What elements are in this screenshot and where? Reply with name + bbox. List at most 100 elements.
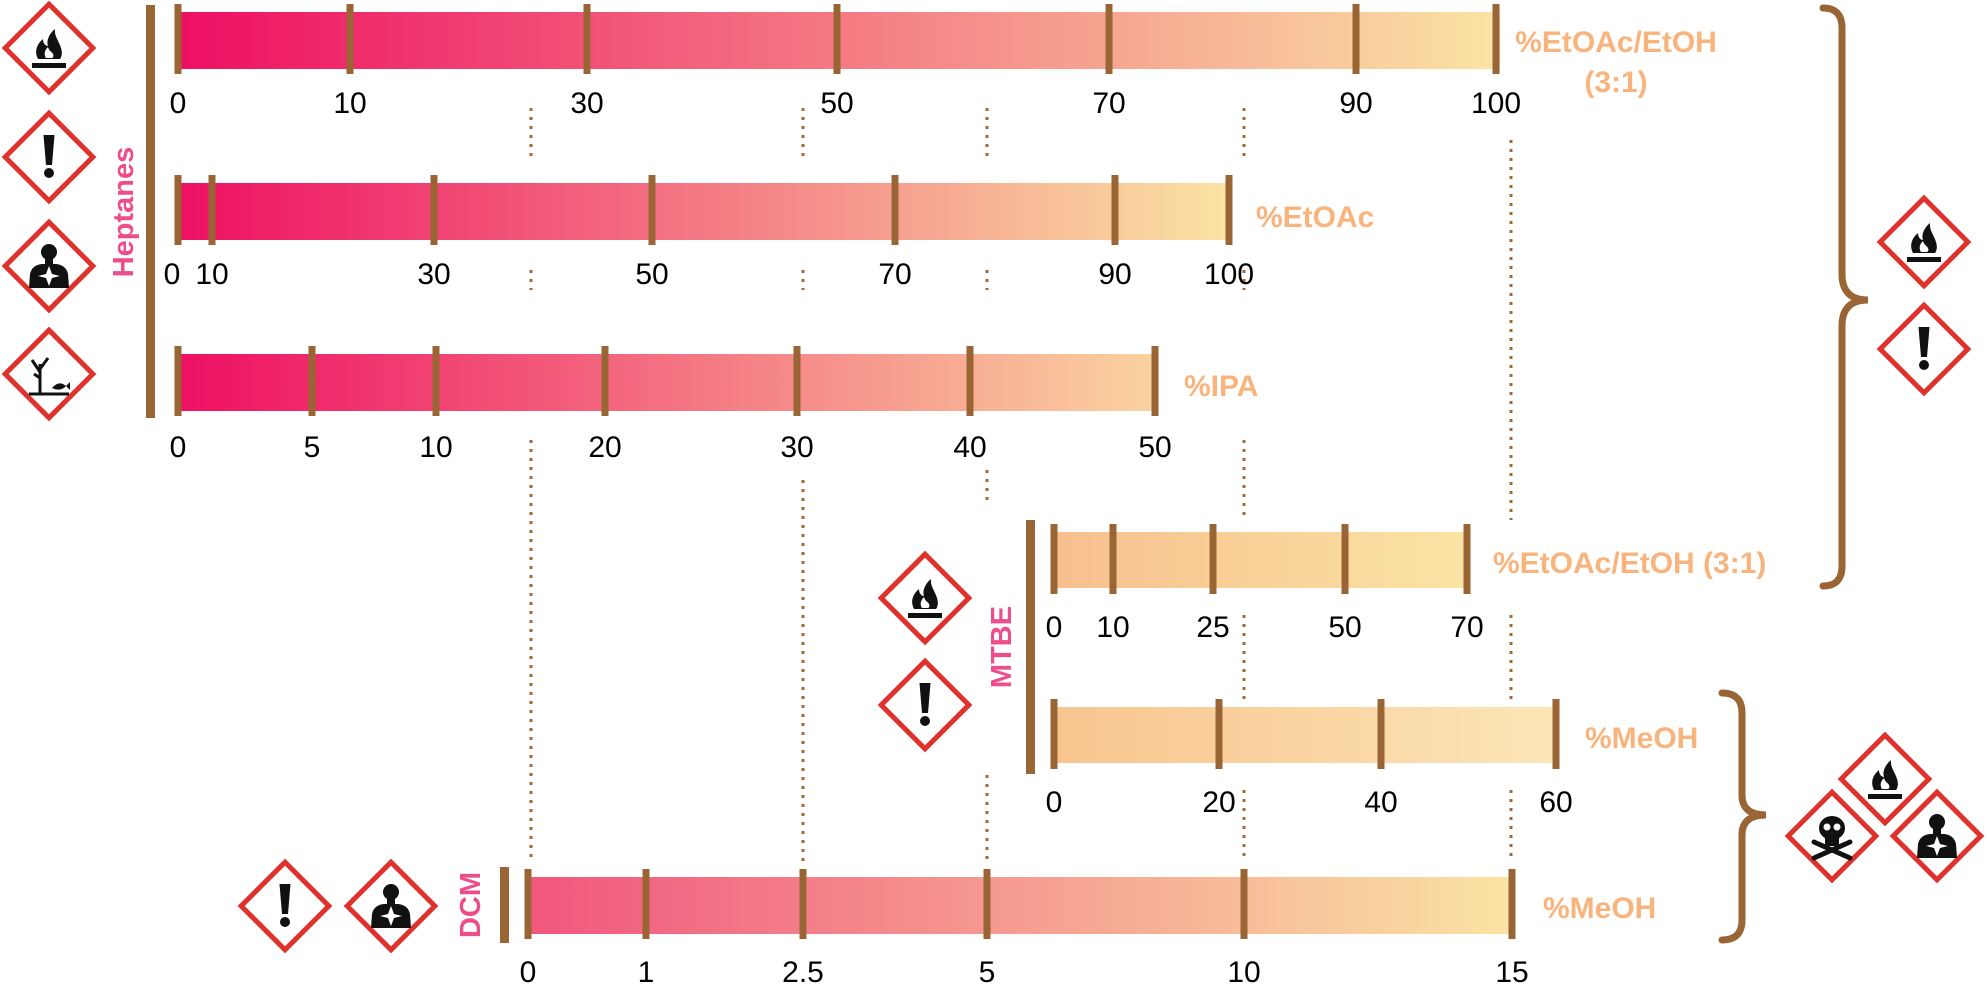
tick-label: 0 bbox=[1046, 611, 1063, 644]
tick-mark bbox=[174, 346, 182, 416]
gradient-bar bbox=[527, 877, 1515, 934]
tick-label: 0 bbox=[170, 87, 187, 120]
tick-mark bbox=[174, 4, 182, 74]
flame-icon bbox=[1876, 194, 1972, 290]
scale-heptanes-etoac: 0 10 30 50 70 90 100 %EtOAc bbox=[164, 175, 1374, 291]
tick-mark bbox=[524, 869, 532, 939]
tick-label: 50 bbox=[635, 258, 668, 291]
tick-mark bbox=[1151, 346, 1159, 416]
tick-label: 2.5 bbox=[782, 956, 824, 988]
tick-mark bbox=[891, 175, 899, 245]
tick-label: 30 bbox=[417, 258, 450, 291]
tick-mark bbox=[833, 4, 841, 74]
group-brace bbox=[1819, 4, 1869, 590]
gradient-bar bbox=[1053, 532, 1469, 588]
series-label: %EtOAc bbox=[1256, 201, 1374, 234]
flame-icon bbox=[1, 0, 97, 96]
series-label: %IPA bbox=[1184, 370, 1258, 403]
tick-label: 90 bbox=[1098, 258, 1131, 291]
tick-label: 10 bbox=[333, 87, 366, 120]
tick-label: 100 bbox=[1204, 258, 1254, 291]
exclamation-icon bbox=[237, 858, 333, 954]
tick-label: 50 bbox=[1328, 611, 1361, 644]
environment-icon bbox=[1, 326, 97, 422]
gradient-bar bbox=[178, 183, 1232, 240]
tick-mark bbox=[793, 346, 801, 416]
health-hazard-icon bbox=[1889, 788, 1985, 884]
health-hazard-icon bbox=[1, 218, 97, 314]
gradient-bar bbox=[178, 354, 1155, 411]
gradient-bar bbox=[1053, 707, 1558, 763]
tick-label: 70 bbox=[878, 258, 911, 291]
tick-mark bbox=[1050, 524, 1058, 594]
alignment-guides bbox=[529, 108, 1513, 862]
series-label: %MeOH bbox=[1585, 722, 1698, 755]
tick-mark bbox=[1463, 524, 1471, 594]
flame-icon bbox=[1837, 731, 1933, 827]
tick-label: 0 bbox=[164, 258, 181, 291]
tick-label: 30 bbox=[570, 87, 603, 120]
skull-crossbones-icon bbox=[1784, 788, 1880, 884]
tick-mark bbox=[1215, 699, 1223, 769]
exclamation-icon bbox=[877, 657, 973, 753]
tick-label: 10 bbox=[195, 258, 228, 291]
tick-label: 10 bbox=[1227, 956, 1260, 988]
dcm-axis-bar bbox=[500, 867, 509, 943]
tick-label: 15 bbox=[1495, 956, 1528, 988]
tick-mark bbox=[1352, 4, 1360, 74]
tick-label: 0 bbox=[170, 431, 187, 464]
group-brace bbox=[1718, 689, 1767, 944]
series-label-sub: (3:1) bbox=[1584, 66, 1647, 99]
tick-mark bbox=[1225, 175, 1233, 245]
tick-mark bbox=[583, 4, 591, 74]
tick-mark bbox=[430, 175, 438, 245]
tick-label: 60 bbox=[1539, 786, 1572, 819]
tick-mark bbox=[432, 346, 440, 416]
tick-mark bbox=[799, 869, 807, 939]
tick-mark bbox=[966, 346, 974, 416]
tick-label: 5 bbox=[979, 956, 996, 988]
tick-mark bbox=[1109, 524, 1117, 594]
tick-mark bbox=[1341, 524, 1349, 594]
tick-label: 0 bbox=[520, 956, 537, 988]
flame-icon bbox=[877, 550, 973, 646]
tick-label: 40 bbox=[953, 431, 986, 464]
exclamation-icon bbox=[1876, 301, 1972, 397]
series-label: %EtOAc/EtOH bbox=[1515, 26, 1717, 59]
tick-label: 10 bbox=[1096, 611, 1129, 644]
tick-label: 70 bbox=[1092, 87, 1125, 120]
tick-label: 10 bbox=[419, 431, 452, 464]
series-label: %MeOH bbox=[1543, 892, 1656, 925]
tick-mark bbox=[1508, 869, 1516, 939]
tick-mark bbox=[601, 346, 609, 416]
tick-label: 40 bbox=[1364, 786, 1397, 819]
exclamation-icon bbox=[1, 109, 97, 205]
tick-mark bbox=[1377, 699, 1385, 769]
tick-mark bbox=[1050, 699, 1058, 769]
mtbe-axis-bar bbox=[1026, 520, 1035, 774]
tick-mark bbox=[308, 346, 316, 416]
tick-label: 50 bbox=[820, 87, 853, 120]
tick-label: 0 bbox=[1046, 786, 1063, 819]
tick-label: 70 bbox=[1450, 611, 1483, 644]
heptanes-axis-bar bbox=[146, 5, 155, 418]
tick-mark bbox=[983, 869, 991, 939]
dcm-label: DCM bbox=[455, 872, 487, 938]
tick-label: 5 bbox=[304, 431, 321, 464]
tick-label: 100 bbox=[1471, 87, 1521, 120]
tick-mark bbox=[648, 175, 656, 245]
heptanes-label: Heptanes bbox=[108, 147, 140, 278]
tick-mark bbox=[1105, 4, 1113, 74]
tick-label: 20 bbox=[588, 431, 621, 464]
tick-mark bbox=[208, 175, 216, 245]
tick-label: 50 bbox=[1138, 431, 1171, 464]
tick-mark bbox=[1492, 4, 1500, 74]
mtbe-label: MTBE bbox=[986, 606, 1018, 688]
health-hazard-icon bbox=[343, 858, 439, 954]
